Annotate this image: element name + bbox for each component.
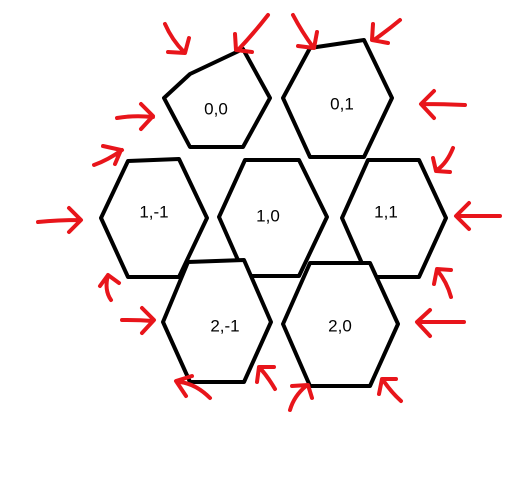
arrow-icon — [419, 89, 467, 120]
arrow-layer — [36, 13, 502, 412]
arrow-icon — [454, 201, 502, 231]
hex-shape — [217, 158, 329, 278]
arrow-icon — [288, 383, 314, 412]
hex-label: 0,0 — [204, 99, 228, 118]
arrow-icon — [98, 273, 121, 302]
arrow-icon — [233, 13, 270, 54]
hex-label: 0,1 — [330, 94, 354, 113]
hex-cell: 0,0 — [162, 47, 272, 149]
hex-shape — [281, 261, 400, 388]
hex-shape — [281, 38, 394, 159]
hex-cell: 1,-1 — [99, 157, 209, 279]
arrow-icon — [370, 18, 402, 45]
hex-shape — [161, 258, 273, 384]
arrow-icon — [120, 306, 156, 335]
hex-shape — [162, 47, 272, 149]
hex-label: 2,0 — [328, 316, 352, 335]
arrow-icon — [92, 144, 124, 167]
hex-cell: 1,0 — [217, 158, 329, 278]
arrow-icon — [36, 206, 83, 234]
arrow-icon — [415, 308, 466, 338]
hex-shape — [99, 157, 209, 279]
hex-cell: 2,-1 — [161, 258, 273, 384]
arrow-icon — [163, 22, 191, 55]
arrow-icon — [115, 102, 155, 131]
arrow-icon — [174, 374, 212, 400]
hex-cell: 1,1 — [340, 158, 448, 279]
arrow-icon — [255, 365, 277, 391]
hex-layer: 0,0 0,1 1,-1 1,0 1,1 2,-1 2,0 — [99, 38, 448, 388]
hex-label: 1,-1 — [139, 202, 168, 221]
hex-label: 2,-1 — [210, 316, 239, 335]
arrow-icon — [377, 377, 403, 403]
hex-label: 1,1 — [374, 202, 398, 221]
hex-cell: 2,0 — [281, 261, 400, 388]
hex-label: 1,0 — [256, 206, 280, 225]
arrow-icon — [291, 13, 319, 50]
arrow-icon — [432, 267, 453, 299]
hex-cell: 0,1 — [281, 38, 394, 159]
arrow-icon — [431, 146, 455, 174]
hex-shape — [340, 158, 448, 279]
